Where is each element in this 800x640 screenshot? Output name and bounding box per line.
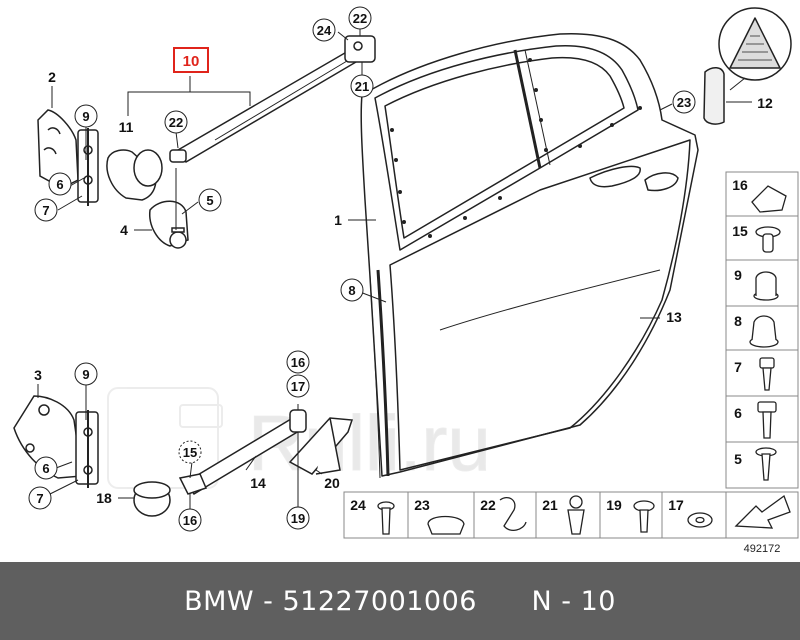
side-label-15: 15	[732, 223, 748, 239]
callout-8: 8	[348, 283, 355, 298]
leader-lines	[37, 26, 752, 512]
callout-16-top: 16	[291, 355, 305, 370]
side-fastener-panel: 16 15 9 8 7 6 5	[725, 171, 799, 489]
footer-bar: BMW - 51227001006 N - 10	[0, 562, 800, 640]
side-label-7: 7	[734, 359, 742, 375]
callout-9-lower: 9	[82, 367, 89, 382]
parts-diagram: Rulli.ru	[13, 6, 799, 555]
footer-separator: -	[254, 585, 283, 617]
callout-9-upper: 9	[82, 109, 89, 124]
bottom-label-24: 24	[350, 497, 366, 513]
bottom-label-22: 22	[480, 497, 496, 513]
callout-19: 19	[291, 511, 305, 526]
callout-6-upper: 6	[56, 177, 63, 192]
label-2: 2	[48, 69, 56, 85]
side-label-6: 6	[734, 405, 742, 421]
diagram-svg: Rulli.ru	[13, 6, 799, 555]
bottom-fastener-panel: 24 23 22 21 19 17	[343, 491, 799, 539]
callout-5: 5	[206, 193, 213, 208]
callout-17: 17	[291, 379, 305, 394]
footer-part-number: 51227001006	[282, 585, 477, 617]
upper-hinge	[37, 109, 99, 206]
side-label-5: 5	[734, 451, 742, 467]
callout-22-mid: 22	[169, 115, 183, 130]
door-strut-assembly	[106, 35, 376, 249]
callout-16-bottom: 16	[183, 513, 197, 528]
callouts: 24 22 21 22 5 9 6 7 23 8 9 6 7	[28, 6, 696, 532]
highlight-label-10: 10	[183, 53, 200, 70]
bottom-label-23: 23	[414, 497, 430, 513]
part-labels: 2 11 4 1 12 13 3 18 14 20	[34, 69, 773, 506]
highlighted-part-10: 10	[173, 47, 209, 73]
label-18: 18	[96, 490, 112, 506]
callout-15: 15	[183, 445, 197, 460]
callout-24: 24	[317, 23, 332, 38]
side-label-9: 9	[734, 267, 742, 283]
label-13: 13	[666, 309, 682, 325]
side-label-16: 16	[732, 177, 748, 193]
footer-text: BMW - 51227001006 N - 10	[184, 586, 616, 617]
label-14: 14	[250, 475, 266, 491]
callout-21: 21	[355, 79, 369, 94]
watermark: Rulli.ru	[107, 387, 491, 489]
label-20: 20	[324, 475, 340, 491]
footer-brand: BMW	[184, 585, 255, 617]
label-11: 11	[119, 119, 134, 135]
callout-23: 23	[677, 95, 691, 110]
label-12: 12	[757, 95, 773, 111]
footer-ref-label: N - 10	[531, 585, 616, 617]
callout-22-top: 22	[353, 11, 367, 26]
bottom-label-17: 17	[668, 497, 684, 513]
callout-7-upper: 7	[42, 203, 49, 218]
callout-7-lower: 7	[36, 491, 43, 506]
footer-gap	[477, 586, 532, 617]
front-arrow-icon	[734, 494, 791, 529]
side-label-8: 8	[734, 313, 742, 329]
label-4: 4	[120, 222, 128, 238]
label-1: 1	[334, 212, 342, 228]
bottom-label-19: 19	[606, 497, 622, 513]
lower-hinge	[13, 395, 99, 488]
label-3: 3	[34, 367, 42, 383]
bottom-label-21: 21	[542, 497, 558, 513]
door-assembly	[360, 7, 792, 479]
lower-check-strap	[133, 409, 354, 517]
callout-6-lower: 6	[42, 461, 49, 476]
watermark-text: Rulli.ru	[248, 399, 491, 487]
diagram-number: 492172	[744, 543, 781, 555]
